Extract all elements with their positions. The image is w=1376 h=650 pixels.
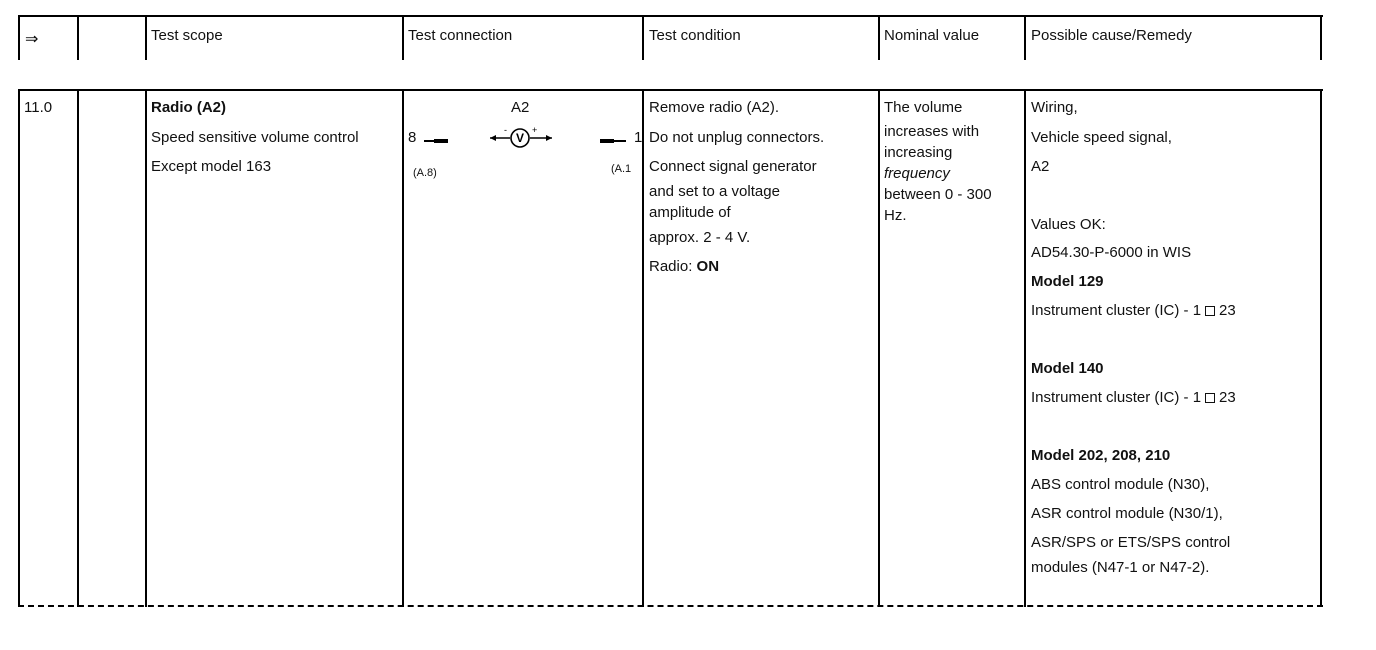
remedy-model-140-item: Instrument cluster (IC) - 1 23	[1031, 389, 1236, 407]
header-nominal-value: Nominal value	[884, 27, 980, 44]
remedy-model-129-item: Instrument cluster (IC) - 1 23	[1031, 302, 1236, 320]
remedy-line-3: A2	[1031, 158, 1050, 175]
nominal-line-1: The volume	[884, 99, 963, 116]
header-divider	[402, 15, 404, 60]
remedy-model-129-text: Instrument cluster (IC) - 1	[1031, 302, 1202, 319]
remedy-model-129-ref: 23	[1219, 302, 1236, 319]
body-divider	[18, 89, 20, 607]
header-arrow: ⇒	[25, 31, 39, 48]
reference-square-icon	[1205, 393, 1216, 403]
condition-line-3a: Connect signal generator	[649, 158, 817, 175]
condition-line-3b: and set to a voltage	[649, 183, 780, 200]
nominal-line-2: increases with	[884, 123, 980, 140]
header-test-connection: Test connection	[408, 27, 513, 44]
condition-line-3c: amplitude of	[649, 204, 731, 221]
nominal-line-6: Hz.	[884, 207, 907, 224]
row-number: 11.0	[24, 99, 53, 116]
remedy-line-4: Values OK:	[1031, 216, 1106, 233]
condition-radio-state: ON	[696, 258, 720, 275]
header-divider	[1320, 15, 1322, 60]
connection-label-left: (A.8)	[413, 167, 437, 179]
connection-component: A2	[511, 99, 530, 116]
header-divider	[145, 15, 147, 60]
body-divider	[77, 89, 79, 607]
remedy-model-140-title: Model 140	[1031, 360, 1104, 377]
bottom-broken-rule	[18, 605, 1323, 607]
remedy-model-202-line-2: ASR control module (N30/1),	[1031, 505, 1223, 522]
remedy-model-202-line-4: modules (N47-1 or N47-2).	[1031, 559, 1210, 576]
svg-text:V: V	[516, 131, 524, 145]
remedy-line-5: AD54.30-P-6000 in WIS	[1031, 244, 1192, 261]
body-top-rule	[18, 89, 1323, 91]
header-cause-remedy: Possible cause/Remedy	[1031, 27, 1192, 44]
body-divider	[642, 89, 644, 607]
header-test-scope: Test scope	[151, 27, 223, 44]
header-divider	[18, 15, 20, 60]
scope-line-1: Speed sensitive volume control	[151, 129, 359, 146]
header-divider	[77, 15, 79, 60]
condition-line-2: Do not unplug connectors.	[649, 129, 825, 146]
remedy-model-202-line-3: ASR/SPS or ETS/SPS control	[1031, 534, 1231, 551]
nominal-line-5: between 0 - 300	[884, 186, 992, 203]
condition-line-3d: approx. 2 - 4 V.	[649, 229, 751, 246]
svg-text:-: -	[504, 125, 507, 135]
remedy-line-2: Vehicle speed signal,	[1031, 129, 1172, 146]
nominal-line-4: frequency	[884, 165, 950, 182]
body-divider	[878, 89, 880, 607]
remedy-model-202-line-1: ABS control module (N30),	[1031, 476, 1210, 493]
connection-pin-right: 1	[634, 129, 643, 146]
body-divider	[402, 89, 404, 607]
header-test-condition: Test condition	[649, 27, 741, 44]
condition-radio-label: Radio:	[649, 258, 697, 275]
scope-line-2: Except model 163	[151, 158, 272, 175]
remedy-model-129-title: Model 129	[1031, 273, 1104, 290]
header-divider	[1024, 15, 1026, 60]
scope-title: Radio (A2)	[151, 99, 226, 116]
connection-label-right: (A.1	[611, 163, 632, 175]
connection-pin-left: 8	[408, 129, 417, 146]
header-divider	[878, 15, 880, 60]
body-divider	[145, 89, 147, 607]
body-divider	[1320, 89, 1322, 607]
voltmeter-icon: V - +	[424, 125, 626, 148]
remedy-model-202-title: Model 202, 208, 210	[1031, 447, 1171, 464]
svg-text:+: +	[532, 125, 537, 135]
body-divider	[1024, 89, 1026, 607]
nominal-line-3: increasing	[884, 144, 953, 161]
remedy-model-140-ref: 23	[1219, 389, 1236, 406]
remedy-line-1: Wiring,	[1031, 99, 1078, 116]
condition-line-4: Radio: ON	[649, 258, 719, 276]
condition-line-1: Remove radio (A2).	[649, 99, 780, 116]
reference-square-icon	[1205, 306, 1216, 316]
remedy-model-140-text: Instrument cluster (IC) - 1	[1031, 389, 1202, 406]
header-divider	[642, 15, 644, 60]
header-top-rule	[18, 15, 1323, 17]
